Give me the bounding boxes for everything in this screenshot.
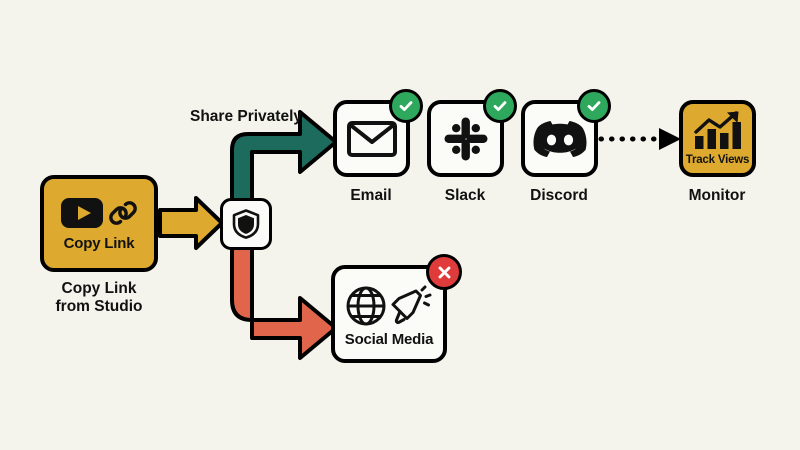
monitor-caption: Monitor bbox=[688, 187, 746, 204]
check-icon bbox=[399, 101, 413, 111]
copy-link-inner-label: Copy Link bbox=[63, 235, 135, 252]
bar-chart-trend-icon bbox=[693, 111, 741, 149]
envelope-icon bbox=[346, 120, 397, 157]
copy-link-caption: Copy Link from Studio bbox=[55, 280, 143, 316]
status-badge-discord-check bbox=[577, 89, 611, 123]
monitor-card[interactable]: Track Views bbox=[679, 100, 756, 177]
channel-label-email: Email bbox=[350, 187, 392, 204]
connector-source-to-gate bbox=[158, 196, 224, 250]
globe-icon bbox=[346, 286, 386, 325]
link-chain-icon bbox=[109, 201, 137, 225]
connector-discord-to-monitor bbox=[598, 128, 681, 150]
youtube-play-icon bbox=[61, 198, 103, 228]
copy-link-card[interactable]: Copy Link bbox=[40, 175, 158, 272]
channel-label-slack: Slack bbox=[444, 187, 486, 204]
privacy-gate-card[interactable] bbox=[220, 198, 272, 250]
connector-gate-to-social bbox=[230, 246, 338, 360]
discord-icon bbox=[532, 120, 587, 157]
slack-icon bbox=[444, 117, 487, 160]
check-icon bbox=[493, 101, 507, 111]
monitor-inner-label: Track Views bbox=[685, 154, 750, 166]
channel-card-email[interactable] bbox=[333, 100, 410, 177]
status-badge-slack-check bbox=[483, 89, 517, 123]
status-badge-email-check bbox=[389, 89, 423, 123]
channel-card-discord[interactable] bbox=[521, 100, 598, 177]
channel-label-discord: Discord bbox=[530, 187, 588, 204]
social-media-inner-label: Social Media bbox=[344, 330, 434, 348]
cross-icon bbox=[438, 266, 450, 278]
status-badge-social-cross bbox=[426, 254, 462, 290]
megaphone-icon bbox=[391, 285, 432, 324]
check-icon bbox=[587, 101, 601, 111]
share-privately-label: Share Privately bbox=[190, 108, 303, 125]
shield-icon bbox=[232, 209, 260, 239]
